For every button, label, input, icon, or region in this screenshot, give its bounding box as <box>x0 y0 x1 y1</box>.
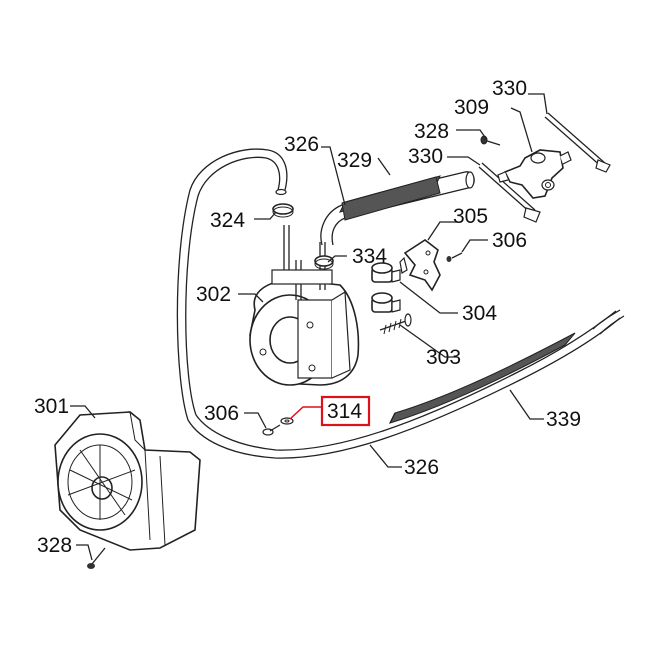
bracket-305 <box>399 239 441 292</box>
callout-309: 309 <box>454 96 489 119</box>
leader-lines <box>70 93 548 561</box>
tube-326-long <box>187 310 621 459</box>
callout-329: 329 <box>337 149 372 172</box>
callout-306: 306 <box>492 229 527 252</box>
screw-303 <box>379 313 412 335</box>
callout-334: 334 <box>352 245 387 268</box>
callout-303: 303 <box>426 346 461 369</box>
screw-306b <box>262 424 281 436</box>
callout-306: 306 <box>204 402 239 425</box>
washer-314 <box>280 417 294 425</box>
housing-301 <box>54 411 201 551</box>
callout-339: 339 <box>546 408 581 431</box>
callout-305: 305 <box>453 205 488 228</box>
sleeve-339 <box>389 332 576 424</box>
cable-tie-330b <box>478 162 541 223</box>
screw-306a <box>446 252 463 262</box>
callout-labels: 330 309 328 330 326 329 305 324 334 306 … <box>34 77 581 557</box>
tube-326-end <box>592 309 625 335</box>
callout-304: 304 <box>462 302 497 325</box>
callout-301: 301 <box>34 395 69 418</box>
heater-block-302 <box>249 225 360 386</box>
callout-330: 330 <box>408 145 443 168</box>
callout-302: 302 <box>196 283 231 306</box>
callout-326: 326 <box>404 456 439 479</box>
highlight-box-314 <box>320 395 371 427</box>
fitting-309 <box>497 149 572 199</box>
screw-328b <box>87 547 106 569</box>
callout-326: 326 <box>284 133 319 156</box>
screw-328a <box>480 135 501 146</box>
highlight-leader-314 <box>289 406 322 420</box>
callout-328: 328 <box>37 534 72 557</box>
tube-329 <box>320 171 475 246</box>
callout-324: 324 <box>210 209 245 232</box>
hose-clamp-324 <box>272 203 294 218</box>
hose-clamp-334 <box>314 255 334 270</box>
cable-tie-330a <box>544 112 611 173</box>
tube-326-loop <box>176 148 288 421</box>
callout-314: 314 <box>327 400 362 423</box>
callout-328: 328 <box>414 120 449 143</box>
thermostat-304 <box>371 262 401 313</box>
callout-330: 330 <box>492 77 527 100</box>
